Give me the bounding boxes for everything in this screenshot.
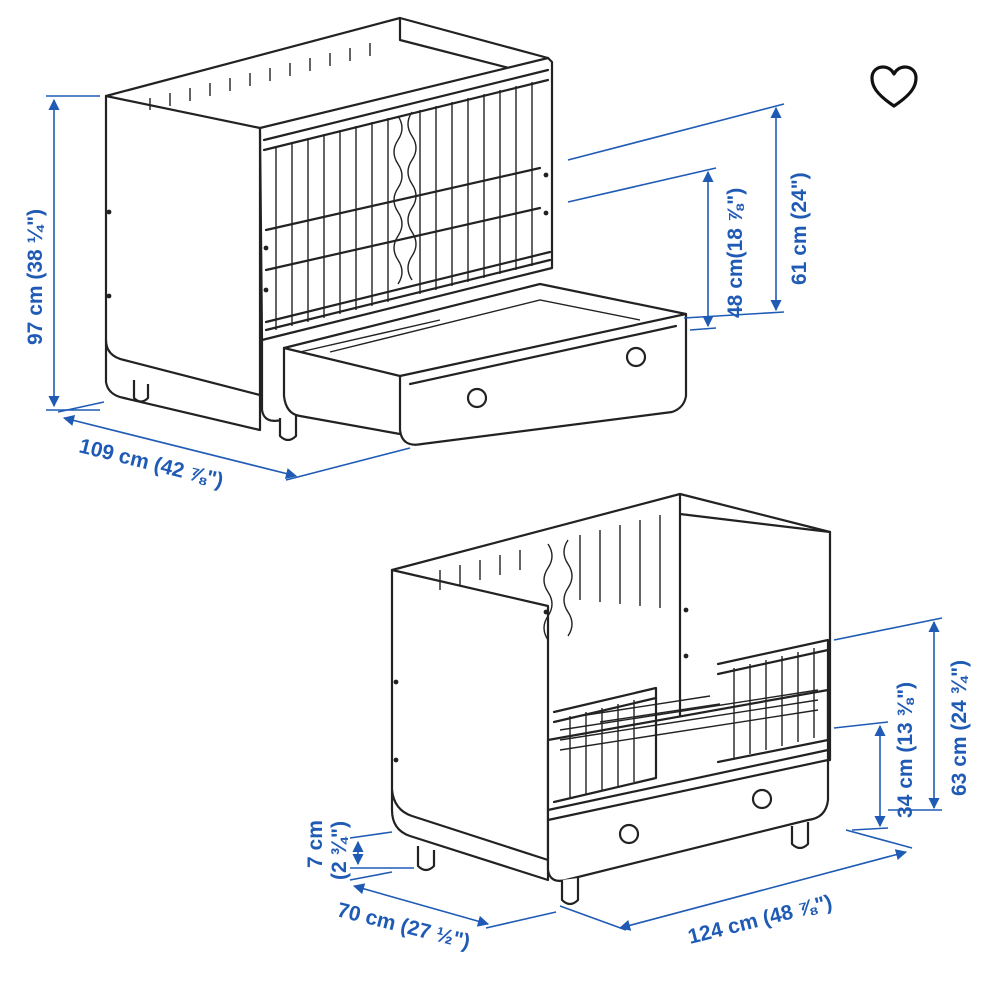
label-bed-height-63: 63 cm (24 ¾"): [948, 660, 971, 796]
heart-outline-icon: [870, 65, 918, 108]
crib-drawing: [104, 16, 688, 446]
label-bed-length-124: 124 cm (48 ⅞"): [686, 891, 835, 949]
label-bed-width-70: 70 cm (27 ½"): [335, 899, 473, 954]
label-bed-height-7-inch: (2 ¾"): [328, 821, 351, 880]
label-bed-height-7: 7 cm: [304, 820, 327, 868]
toddler-bed-drawing: [390, 492, 832, 906]
label-crib-height: 97 cm (38 ¼"): [24, 209, 47, 345]
label-height-61: 61 cm (24"): [788, 172, 811, 285]
toddler-bed-dimensions: [349, 617, 943, 931]
label-bed-height-34: 34 cm (13 ⅜"): [894, 682, 917, 818]
label-height-48: 48 cm(18 ⅞"): [724, 188, 747, 318]
label-crib-length: 109 cm (42 ⅞"): [77, 435, 226, 493]
favorite-button[interactable]: [866, 62, 922, 112]
crib-dimensions: [46, 95, 785, 481]
